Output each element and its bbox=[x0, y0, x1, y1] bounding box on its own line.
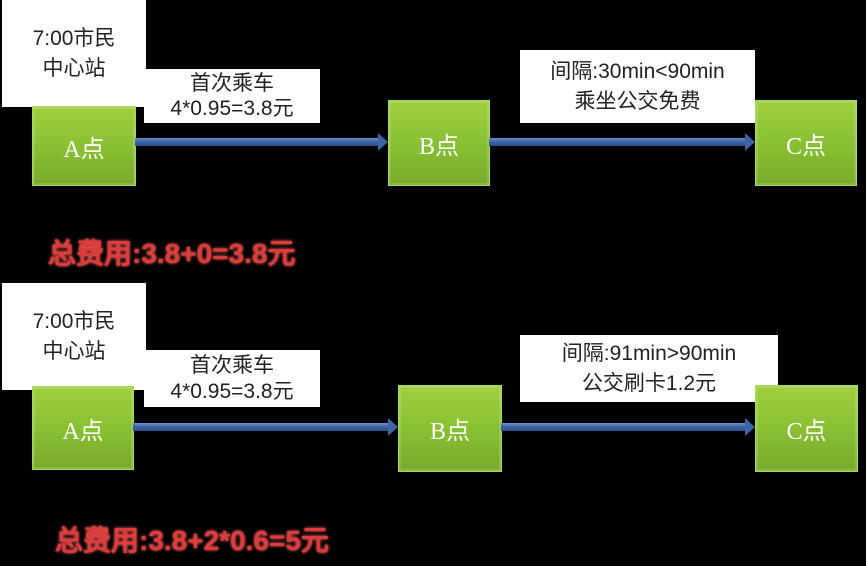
start-label: 7:00市民 中心站 bbox=[2, 283, 146, 390]
node-b: B点 bbox=[398, 385, 502, 472]
leg1-fare: 4*0.95=3.8元 bbox=[170, 379, 294, 403]
arrow-a-to-b bbox=[133, 418, 398, 436]
total-cost: 总费用:3.8+0=3.8元 bbox=[48, 238, 296, 269]
node-a: A点 bbox=[32, 106, 136, 186]
arrow-b-to-c bbox=[489, 133, 755, 151]
leg2-fare: 乘坐公交免费 bbox=[574, 89, 701, 113]
leg2-label: 间隔:30min<90min 乘坐公交免费 bbox=[520, 50, 755, 123]
start-label: 7:00市民 中心站 bbox=[2, 0, 146, 107]
arrow-b-to-c bbox=[501, 418, 755, 436]
start-station: 中心站 bbox=[42, 56, 106, 80]
total-cost: 总费用:3.8+2*0.6=5元 bbox=[55, 525, 329, 556]
node-a: A点 bbox=[32, 386, 134, 470]
arrow-a-to-b bbox=[135, 133, 388, 151]
leg2-label: 间隔:91min>90min 公交刷卡1.2元 bbox=[520, 335, 778, 402]
start-time: 7:00市民 bbox=[32, 309, 116, 333]
leg1-label: 首次乘车 4*0.95=3.8元 bbox=[144, 69, 320, 123]
leg2-interval: 间隔:91min>90min bbox=[561, 341, 737, 365]
leg1-title: 首次乘车 bbox=[190, 353, 274, 377]
start-time: 7:00市民 bbox=[32, 26, 116, 50]
leg1-label: 首次乘车 4*0.95=3.8元 bbox=[144, 350, 320, 407]
leg1-fare: 4*0.95=3.8元 bbox=[170, 97, 294, 120]
leg1-title: 首次乘车 bbox=[190, 72, 274, 95]
start-station: 中心站 bbox=[42, 339, 106, 363]
leg2-interval: 间隔:30min<90min bbox=[550, 59, 725, 83]
node-c: C点 bbox=[755, 100, 857, 186]
leg2-fare: 公交刷卡1.2元 bbox=[581, 371, 717, 395]
node-b: B点 bbox=[388, 100, 490, 186]
node-c: C点 bbox=[755, 385, 858, 472]
